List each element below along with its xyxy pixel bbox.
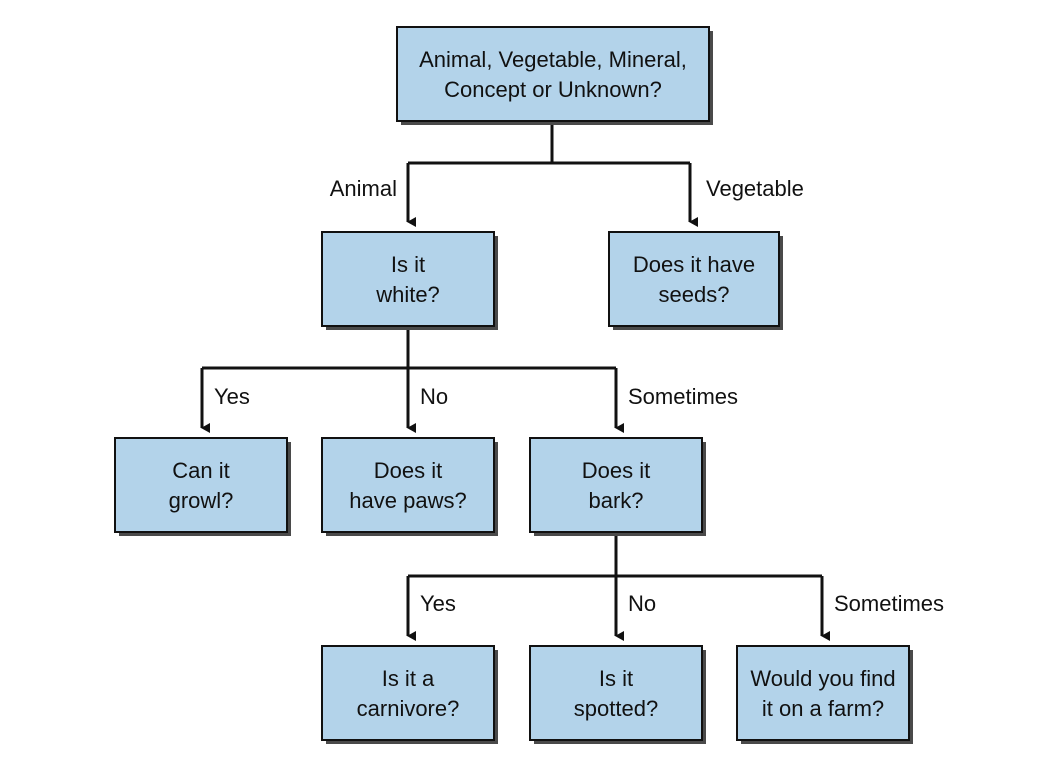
node-text-line: Concept or Unknown?	[444, 77, 662, 102]
node-text-line: Is it	[391, 252, 425, 277]
node-text-line: Would you find	[750, 666, 895, 691]
node-text-line: carnivore?	[357, 696, 460, 721]
node-box	[321, 437, 495, 533]
node-root: Animal, Vegetable, Mineral, Concept or Un…	[396, 26, 713, 125]
node-text-line: have paws?	[349, 488, 466, 513]
edge-label-bark: Sometimes	[628, 384, 738, 409]
node-bark: Does it bark?	[529, 437, 706, 536]
node-text-line: it on a farm?	[762, 696, 884, 721]
node-seeds: Does it have seeds?	[608, 231, 783, 330]
node-text-line: Is it	[599, 666, 633, 691]
node-box	[529, 437, 703, 533]
node-box	[321, 231, 495, 327]
edge-label-paws: No	[420, 384, 448, 409]
node-box	[736, 645, 910, 741]
node-text-line: Can it	[172, 458, 229, 483]
node-text-line: Does it have	[633, 252, 755, 277]
node-text-line: Does it	[374, 458, 442, 483]
node-text-line: spotted?	[574, 696, 658, 721]
node-text-line: seeds?	[659, 282, 730, 307]
node-text-line: Animal, Vegetable, Mineral,	[419, 47, 687, 72]
node-box	[114, 437, 288, 533]
node-text-line: growl?	[169, 488, 234, 513]
node-text-line: Is it a	[382, 666, 435, 691]
node-carnivore: Is it a carnivore?	[321, 645, 498, 744]
node-farm: Would you find it on a farm?	[736, 645, 913, 744]
node-text-line: bark?	[588, 488, 643, 513]
edge-label-growl: Yes	[214, 384, 250, 409]
edge-label-spotted: No	[628, 591, 656, 616]
node-white: Is it white?	[321, 231, 498, 330]
edge-label-white: Animal	[330, 176, 397, 201]
node-paws: Does it have paws?	[321, 437, 498, 536]
node-text-line: white?	[375, 282, 440, 307]
node-box	[608, 231, 780, 327]
node-text-line: Does it	[582, 458, 650, 483]
edge-label-carnivore: Yes	[420, 591, 456, 616]
node-box	[396, 26, 710, 122]
nodes-layer: Animal, Vegetable, Mineral, Concept or Un…	[114, 26, 913, 744]
node-box	[529, 645, 703, 741]
edge-label-farm: Sometimes	[834, 591, 944, 616]
edge-label-seeds: Vegetable	[706, 176, 804, 201]
node-spotted: Is it spotted?	[529, 645, 706, 744]
node-growl: Can it growl?	[114, 437, 291, 536]
node-box	[321, 645, 495, 741]
